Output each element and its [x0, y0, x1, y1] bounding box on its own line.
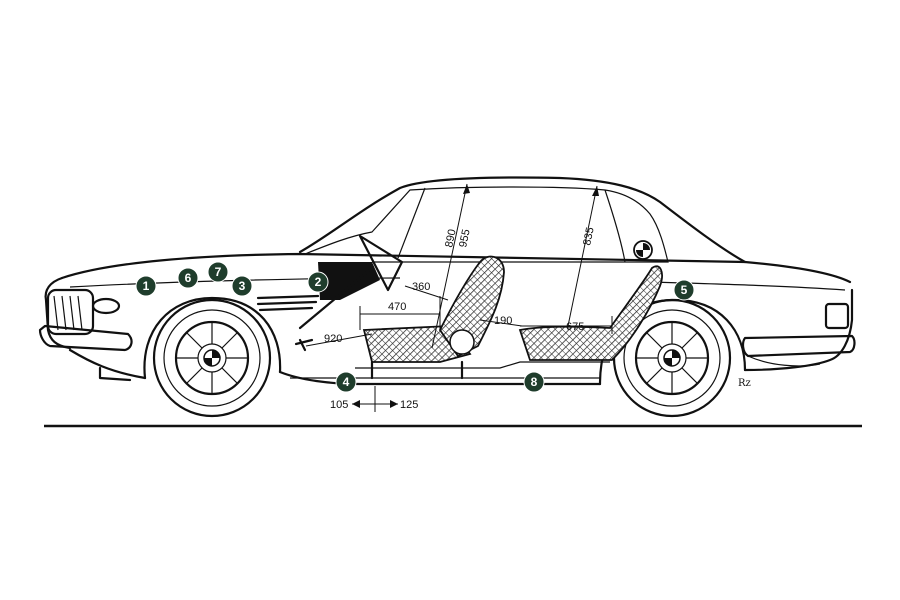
- dim-label-rear-seat: 675: [566, 321, 584, 333]
- callout-8: 8: [523, 371, 545, 393]
- pillar-roundel-icon: [633, 240, 653, 260]
- artist-signature: Rz: [738, 378, 751, 389]
- dim-label-seat-travel-fwd: 105: [330, 399, 348, 411]
- dim-label-pedal-reach: 920: [324, 333, 342, 345]
- callout-5: 5: [673, 279, 695, 301]
- svg-text:5: 5: [681, 283, 688, 297]
- rear-wheel: [612, 298, 732, 418]
- rear-seat: [518, 265, 663, 361]
- dim-label-head-rear: 835: [581, 226, 597, 246]
- dim-label-head-front-a: 890: [443, 228, 459, 248]
- svg-text:4: 4: [343, 375, 350, 389]
- svg-text:7: 7: [215, 265, 222, 279]
- dimension-lines: [305, 183, 613, 412]
- callout-6: 6: [177, 267, 199, 289]
- fender-vents: [256, 294, 320, 312]
- callout-1: 1: [135, 275, 157, 297]
- callout-3: 3: [231, 275, 253, 297]
- dim-label-seat-depth: 470: [388, 301, 406, 313]
- dim-label-seat-to-wheel: 360: [412, 281, 430, 293]
- callout-4: 4: [335, 371, 357, 393]
- callout-7: 7: [207, 261, 229, 283]
- callout-2: 2: [307, 271, 329, 293]
- dim-label-seat-travel-back: 125: [400, 399, 418, 411]
- front-seat: [362, 255, 505, 380]
- svg-text:2: 2: [315, 275, 322, 289]
- dashboard-and-steering: [294, 234, 404, 352]
- svg-text:1: 1: [143, 279, 150, 293]
- svg-text:6: 6: [185, 271, 192, 285]
- dim-label-legroom-rear: 190: [494, 315, 512, 327]
- dim-label-head-front-b: 955: [457, 228, 473, 248]
- svg-text:3: 3: [239, 279, 246, 293]
- car-body: [38, 176, 856, 386]
- front-wheel: [152, 298, 272, 418]
- svg-text:8: 8: [531, 375, 538, 389]
